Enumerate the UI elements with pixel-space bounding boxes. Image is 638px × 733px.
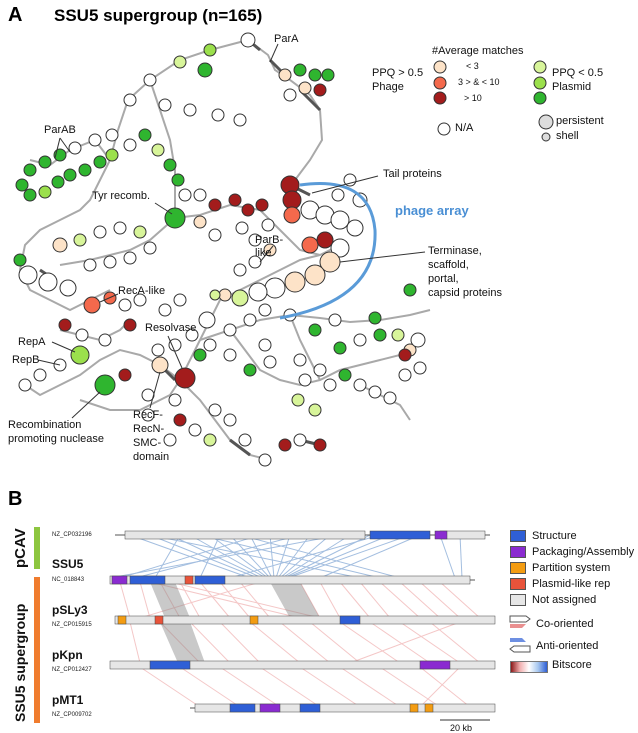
legend-phage-high-dot xyxy=(433,91,447,105)
label-recf-2: RecN- xyxy=(133,423,165,435)
label-tyr-recomb: Tyr recomb. xyxy=(92,190,151,202)
legend-structure: Structure xyxy=(510,530,577,543)
legend-ppq-low: PPQ < 0.5 xyxy=(552,67,604,79)
network-nodes xyxy=(13,32,427,467)
legend-mid: 3 > & < 10 xyxy=(458,77,500,87)
co-oriented-icon xyxy=(509,615,531,623)
legend-na: N/A xyxy=(455,122,474,134)
legend-ppq-high: PPQ > 0.5 xyxy=(372,67,424,79)
legend-persistent-dot xyxy=(538,114,554,130)
label-phage-array: phage array xyxy=(395,203,469,218)
anti-oriented-icon xyxy=(509,645,531,653)
label-parb-line1: ParB- xyxy=(255,234,284,246)
legend-plasmid-mid-dot xyxy=(533,76,547,90)
legend-phage: Phage xyxy=(372,81,404,93)
label-resolvase: Resolvase xyxy=(145,322,197,334)
legend-partition: Partition system xyxy=(510,562,610,575)
label-repb: RepB xyxy=(12,354,40,366)
legend-heading: #Average matches xyxy=(432,45,524,57)
legend-phage-low-dot xyxy=(433,60,447,74)
plasmid-name-pmt1: pMT1 xyxy=(52,693,84,707)
label-reca: RecA-like xyxy=(118,285,166,297)
label-terminase-4: capsid proteins xyxy=(428,287,502,299)
label-parab: ParAB xyxy=(44,124,76,136)
legend-plasmid-low-dot xyxy=(533,60,547,74)
pcav-group-bar xyxy=(34,527,40,569)
legend-a-swatches xyxy=(433,60,554,142)
legend-plasmid-rep: Plasmid-like rep xyxy=(510,578,610,591)
legend-shell: shell xyxy=(556,130,579,142)
legend-na-dot xyxy=(437,122,451,136)
label-terminase-2: scaffold, xyxy=(428,259,469,271)
plasmid-name-ssu5: SSU5 xyxy=(52,557,84,571)
legend-plasmid-high-dot xyxy=(533,91,547,105)
label-recombination-2: promoting nuclease xyxy=(8,433,105,445)
panel-a-letter: A xyxy=(8,4,23,26)
synteny-links xyxy=(109,534,481,708)
label-terminase-1: Terminase, xyxy=(428,245,482,257)
panel-b-letter: B xyxy=(8,488,23,510)
label-recf-4: domain xyxy=(133,451,170,463)
legend-co-oriented: Co-oriented xyxy=(536,618,594,630)
label-tail-proteins: Tail proteins xyxy=(383,168,442,180)
legend-plasmid-rep-swatch xyxy=(510,578,526,591)
synteny-plot xyxy=(109,530,496,721)
legend-anti-oriented: Anti-oriented xyxy=(536,640,599,652)
legend-lt3: < 3 xyxy=(466,61,479,71)
legend-not-assigned-swatch xyxy=(510,594,526,607)
legend-gt10: > 10 xyxy=(464,93,482,103)
network-edges xyxy=(18,39,431,461)
legend-persistent: persistent xyxy=(556,115,604,127)
panel-a-title: SSU5 supergroup (n=165) xyxy=(54,6,263,25)
label-recombination-1: Recombination xyxy=(8,419,82,431)
accession-psly3: NZ_CP015915 xyxy=(52,622,92,628)
legend-bitscore: Bitscore xyxy=(552,659,592,671)
co-oriented-link-icon xyxy=(510,624,526,628)
supergroup-bar xyxy=(34,577,40,723)
anti-oriented-link-icon xyxy=(510,638,526,642)
label-pointers xyxy=(37,43,426,419)
accession-pmt1: NZ_CP009702 xyxy=(52,712,92,718)
legend-plasmid: Plasmid xyxy=(552,81,592,93)
plasmid-name-psly3: pSLy3 xyxy=(52,603,88,617)
label-para: ParA xyxy=(274,33,299,45)
legend-partition-swatch xyxy=(510,562,526,575)
orientation-legend-icons xyxy=(509,615,531,653)
legend-packaging-swatch xyxy=(510,546,526,559)
accession-pkpn: NZ_CP012427 xyxy=(52,667,92,673)
label-repa: RepA xyxy=(18,336,46,348)
accession-ssu5: NC_018843 xyxy=(52,577,85,583)
network-graph xyxy=(13,32,431,467)
label-recf-1: RecF- xyxy=(133,409,163,421)
network-edges-strong xyxy=(39,38,322,457)
bitscore-gradient xyxy=(510,661,548,673)
plasmid-name-pkpn: pKpn xyxy=(52,648,83,662)
legend-packaging: Packaging/Assembly xyxy=(510,546,634,559)
legend-phage-mid-dot xyxy=(433,76,447,90)
legend-structure-swatch xyxy=(510,530,526,543)
label-recf-3: SMC- xyxy=(133,437,162,449)
scale-bar-label: 20 kb xyxy=(450,723,473,733)
legend-not-assigned: Not assigned xyxy=(510,594,596,607)
label-terminase-3: portal, xyxy=(428,273,459,285)
label-parb-line2: like xyxy=(255,247,272,259)
accession-pcav: NZ_CP032196 xyxy=(52,532,92,538)
gene-arrows xyxy=(109,530,496,713)
legend-shell-dot xyxy=(541,132,551,142)
